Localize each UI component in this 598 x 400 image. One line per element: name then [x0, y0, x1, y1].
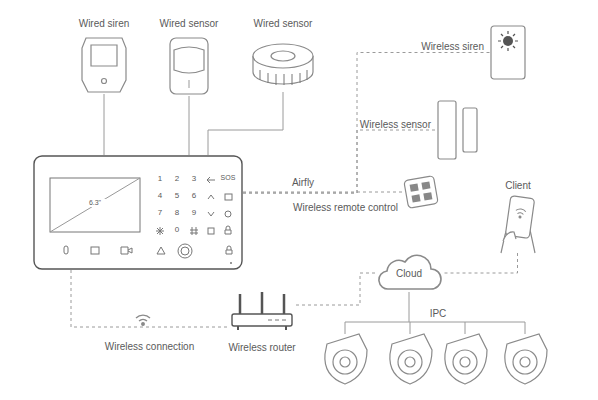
- sos-key: SOS: [218, 174, 238, 182]
- wired-smoke-sensor: Wired sensor: [250, 40, 316, 92]
- wired-pir-sensor: Wired sensor: [164, 36, 214, 96]
- wireless-link: [443, 253, 518, 273]
- remote-control: Wireless remote control: [402, 176, 440, 208]
- connection-label: Wireless connection: [90, 341, 210, 353]
- wired-connection: [189, 96, 190, 155]
- keypad-key: 5: [170, 191, 184, 201]
- cloud-shape: Cloud: [375, 254, 443, 292]
- device-illustration: [437, 100, 483, 160]
- device-illustration: [250, 40, 316, 92]
- keypad-key: 0: [170, 225, 184, 235]
- wifi-symbol: [136, 315, 150, 325]
- device-label: Wired siren: [62, 18, 146, 30]
- wireless-sensor: Wireless sensor: [437, 100, 483, 160]
- keypad-key: 3: [187, 174, 201, 184]
- device-label: Wired sensor: [241, 18, 325, 30]
- device-label: Wired sensor: [147, 18, 231, 30]
- wifi-dot: [142, 323, 145, 326]
- device-illustration: [495, 195, 540, 253]
- keypad-key: 8: [170, 208, 184, 218]
- device-illustration: [164, 36, 214, 96]
- device-illustration: [33, 155, 243, 270]
- wired-siren: Wired siren: [76, 36, 132, 94]
- device-label: Client: [493, 180, 543, 192]
- keypad-key: 2: [170, 174, 184, 184]
- device-illustration: [402, 176, 440, 208]
- client-phone: Client: [495, 195, 540, 253]
- device-label: Wireless remote control: [270, 202, 398, 214]
- wired-connection: [104, 94, 105, 155]
- keypad-key: 4: [153, 191, 167, 201]
- device-label: Wireless siren: [394, 41, 484, 53]
- device-label: Wireless router: [212, 342, 312, 354]
- keypad-key: 9: [187, 208, 201, 218]
- ipc-cameras: IPC: [335, 322, 535, 392]
- wireless-siren: Wireless siren: [490, 25, 526, 80]
- device-label: Wireless sensor: [341, 119, 431, 131]
- wireless-link: [71, 270, 228, 327]
- cloud-label: Cloud: [375, 268, 443, 280]
- connection-label: Airfly: [273, 177, 333, 189]
- wifi-arc: [136, 315, 150, 318]
- wifi-arc: [139, 319, 147, 321]
- group-label: IPC: [423, 308, 453, 320]
- wireless-link: [243, 192, 402, 193]
- screen-size-label: 6.3": [78, 199, 112, 207]
- device-illustration: [228, 290, 296, 335]
- device-illustration: [76, 36, 132, 94]
- wireless-link: [296, 273, 375, 305]
- wireless-link: [243, 53, 490, 194]
- keypad-key: 1: [153, 174, 167, 184]
- wired-connection: [409, 292, 410, 322]
- alarm-panel: 6.3" 123 456 7890 SOS: [33, 155, 243, 270]
- device-illustration: [490, 25, 526, 80]
- keypad-key: 7: [153, 208, 167, 218]
- wired-connection: [208, 92, 283, 155]
- device-illustration: [335, 322, 535, 392]
- keypad-key: 6: [187, 191, 201, 201]
- wireless-router: Wireless router: [228, 290, 296, 335]
